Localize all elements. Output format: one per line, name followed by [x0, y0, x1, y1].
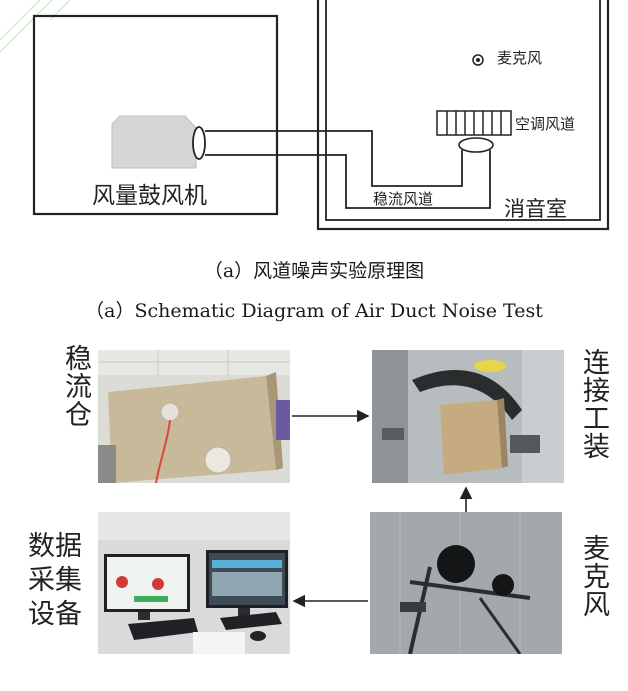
photo-microphone — [370, 512, 562, 654]
chamber-outer-box — [316, 0, 610, 231]
chamber-label: 消音室 — [504, 197, 567, 221]
blower-outlet — [192, 126, 206, 160]
label-stable-flow-chamber: 稳流仓 — [60, 344, 91, 428]
blower-label: 风量鼓风机 — [92, 183, 207, 209]
caption-en: （a）Schematic Diagram of Air Duct Noise T… — [85, 300, 543, 322]
photo-data-acquisition-equipment — [98, 512, 290, 654]
photo-connection-fixture — [372, 350, 564, 483]
stable-duct-lines — [205, 130, 491, 209]
ac-duct-label: 空调风道 — [515, 115, 576, 133]
mic-label: 麦克风 — [497, 49, 543, 67]
mic-symbol-icon — [472, 54, 484, 66]
stable-duct-label: 稳流风道 — [373, 190, 434, 208]
ac-duct-inlet — [458, 137, 494, 153]
blower-room-box — [32, 14, 279, 216]
chamber-inner-box — [325, 0, 601, 221]
blower-shape — [111, 115, 197, 169]
photo-stable-flow-chamber — [98, 350, 290, 483]
label-data-acquisition-equipment: 数据采集设备 — [28, 531, 82, 630]
ac-duct-grille — [436, 110, 512, 136]
schematic-diagram — [0, 0, 610, 231]
caption-zh: （a）风道噪声实验原理图 — [203, 260, 425, 282]
label-microphone: 麦克风 — [578, 534, 609, 618]
label-connection-fixture: 连接工装 — [578, 348, 609, 460]
